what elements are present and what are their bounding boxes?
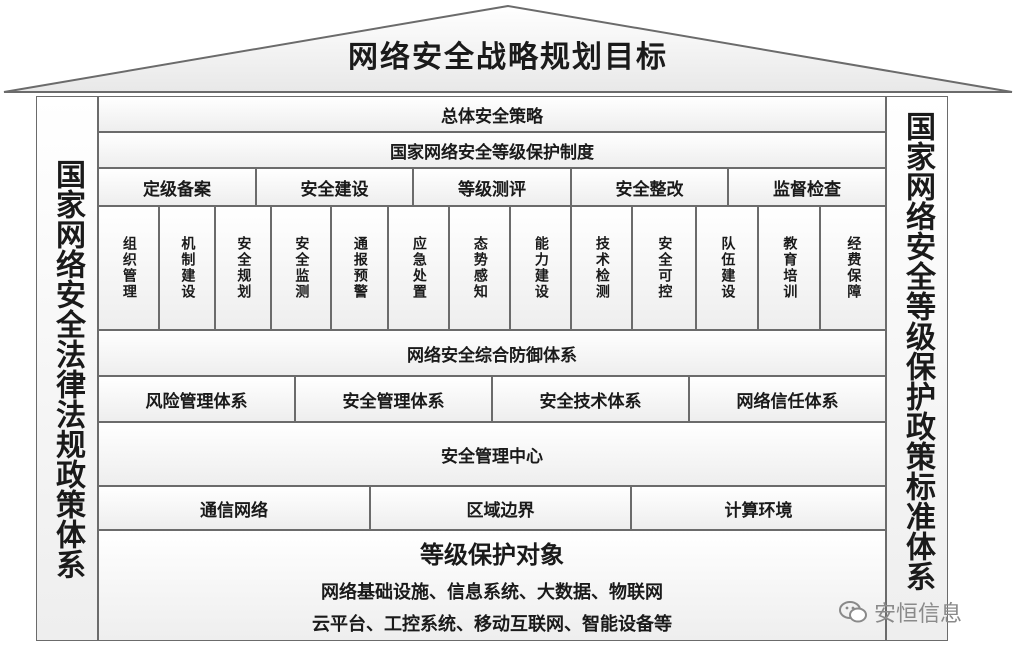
mechanism-cell: 应急处置	[388, 206, 449, 330]
defense-subsystem-label: 安全技术体系	[539, 391, 642, 412]
stage-label: 定级备案	[143, 179, 211, 200]
left-pillar-label: 国家网络安全法律法规政策体系	[50, 158, 85, 579]
mechanism-label: 态势感知	[471, 236, 488, 300]
infrastructure-cell: 计算环境	[631, 486, 886, 530]
protection-objects-line: 云平台、工控系统、移动互联网、智能设备等	[312, 614, 672, 635]
mechanism-label: 机制建设	[179, 236, 196, 300]
infrastructure-cell: 区域边界	[370, 486, 631, 530]
stage-label: 等级测评	[458, 179, 526, 200]
watermark-text: 安恒信息	[874, 602, 963, 627]
mechanism-cell: 机制建设	[159, 206, 215, 330]
infrastructure-label: 计算环境	[724, 500, 793, 521]
stage-cell: 定级备案	[98, 168, 256, 206]
national-system-layer: 国家网络安全等级保护制度	[98, 132, 886, 168]
mechanism-cell: 能力建设	[510, 206, 571, 330]
mechanism-label: 应急处置	[410, 236, 427, 300]
defense-subsystem-label: 风险管理体系	[145, 391, 248, 412]
national-system-label: 国家网络安全等级保护制度	[390, 142, 594, 163]
mechanism-cell: 态势感知	[449, 206, 510, 330]
mechanism-cell: 经费保障	[820, 206, 886, 330]
right-pillar: 国家网络安全等级保护政策标准体系	[886, 96, 948, 641]
defense-system-layer: 网络安全综合防御体系	[98, 330, 886, 376]
stage-cell: 安全整改	[571, 168, 728, 206]
defense-subsystem-cell: 网络信任体系	[689, 376, 886, 422]
mechanism-cell: 安全规划	[215, 206, 271, 330]
wechat-icon	[839, 601, 867, 623]
mechanism-cell: 通报预警	[331, 206, 388, 330]
stage-cell: 等级测评	[413, 168, 571, 206]
overall-strategy-layer: 总体安全策略	[98, 96, 886, 132]
mechanism-cell: 队伍建设	[696, 206, 758, 330]
overall-strategy-label: 总体安全策略	[441, 106, 543, 127]
defense-system-label: 网络安全综合防御体系	[407, 345, 577, 366]
defense-subsystem-label: 安全管理体系	[342, 391, 445, 412]
roof-title: 网络安全战略规划目标	[348, 40, 668, 75]
defense-subsystem-cell: 风险管理体系	[98, 376, 295, 422]
mechanism-label: 通报预警	[351, 236, 368, 300]
mechanism-label: 教育培训	[781, 236, 798, 300]
protection-objects-block: 等级保护对象 网络基础设施、信息系统、大数据、物联网 云平台、工控系统、移动互联…	[98, 530, 886, 641]
infrastructure-label: 通信网络	[200, 500, 268, 521]
mechanism-label: 技术检测	[593, 236, 610, 300]
mechanism-label: 能力建设	[532, 236, 549, 300]
mechanism-label: 安全规划	[235, 236, 252, 300]
mechanism-label: 安全监测	[293, 236, 310, 300]
security-management-center-label: 安全管理中心	[441, 446, 543, 467]
security-management-center: 安全管理中心	[98, 422, 886, 486]
watermark: 安恒信息	[838, 596, 962, 628]
protection-objects-line: 网络基础设施、信息系统、大数据、物联网	[321, 582, 663, 603]
roof	[3, 4, 1013, 93]
stage-label: 安全整改	[615, 179, 684, 200]
stage-cell: 安全建设	[256, 168, 413, 206]
mechanism-cell: 教育培训	[758, 206, 820, 330]
stage-label: 监督检查	[773, 179, 841, 200]
infrastructure-cell: 通信网络	[98, 486, 370, 530]
right-pillar-label: 国家网络安全等级保护政策标准体系	[900, 111, 935, 591]
mechanism-cell: 组织管理	[98, 206, 159, 330]
mechanism-label: 安全可控	[656, 236, 673, 300]
protection-objects-title: 等级保护对象	[420, 541, 564, 569]
mechanism-label: 队伍建设	[719, 236, 736, 300]
defense-subsystem-cell: 安全技术体系	[492, 376, 689, 422]
stage-cell: 监督检查	[728, 168, 886, 206]
mechanism-cell: 技术检测	[571, 206, 632, 330]
mechanism-cell: 安全可控	[632, 206, 696, 330]
mechanism-label: 经费保障	[845, 236, 862, 300]
mechanism-cell: 安全监测	[271, 206, 331, 330]
defense-subsystem-label: 网络信任体系	[736, 391, 839, 412]
infrastructure-label: 区域边界	[466, 500, 535, 521]
defense-subsystem-cell: 安全管理体系	[295, 376, 492, 422]
stage-label: 安全建设	[300, 179, 369, 200]
left-pillar: 国家网络安全法律法规政策体系	[36, 96, 98, 641]
mechanism-label: 组织管理	[120, 236, 137, 300]
